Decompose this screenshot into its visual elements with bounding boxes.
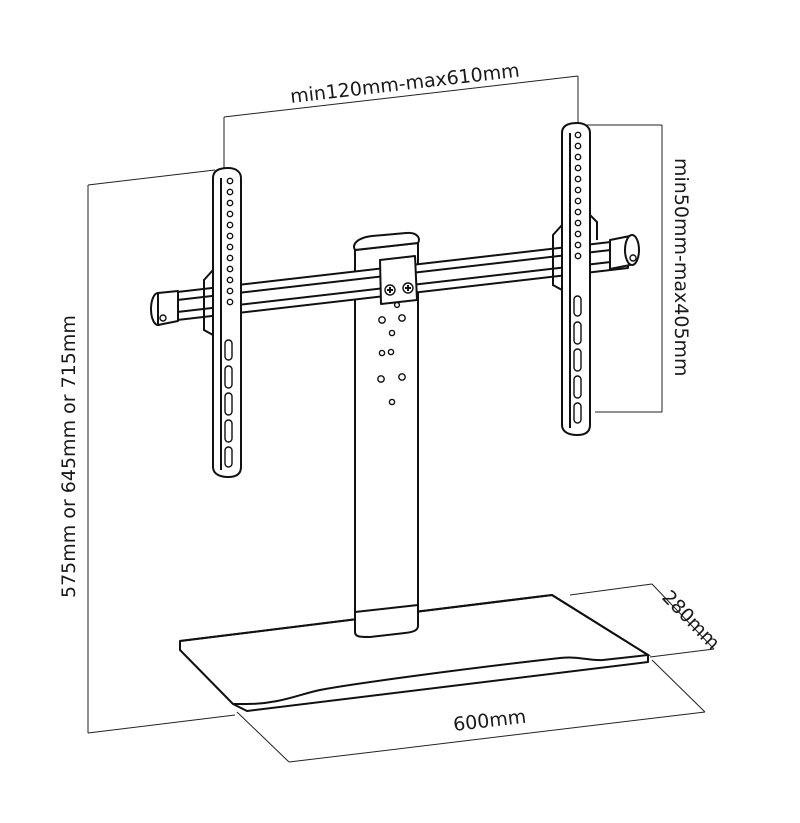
height-range-label: min50mm-max405mm	[670, 158, 692, 377]
width-range-label: min120mm-max610mm	[289, 60, 521, 108]
right-bracket	[552, 122, 598, 436]
base-depth-label: 280mm	[657, 586, 724, 654]
left-bracket-holes	[226, 177, 234, 306]
base-width-label: 600mm	[452, 706, 527, 736]
right-bracket-holes	[574, 131, 582, 260]
left-bracket	[203, 167, 242, 478]
left-bracket-slots	[224, 339, 233, 468]
column	[353, 231, 420, 638]
base-plate	[179, 593, 651, 712]
dimension-lines	[87, 75, 715, 763]
base-depth-dimension-line	[651, 583, 715, 650]
right-bracket-slots	[573, 295, 582, 424]
total-height-label: 575mm or 645mm or 715mm	[58, 315, 80, 598]
base-width-dimension-line	[288, 711, 706, 763]
width-dimension-line	[223, 75, 579, 118]
